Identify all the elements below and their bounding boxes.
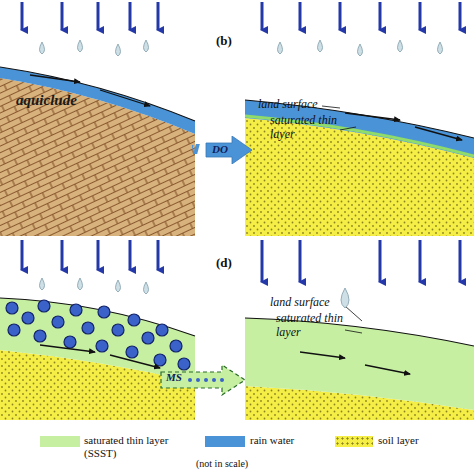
rain-drops (40, 40, 149, 56)
leader-line (345, 330, 362, 333)
layer-label: saturated thin layer (270, 114, 342, 142)
leader-line (322, 106, 340, 108)
scale-note: (not in scale) (196, 458, 296, 470)
rain-arrows (262, 240, 460, 282)
legend-swatch (205, 436, 245, 447)
surface-label: land surface (270, 296, 350, 310)
saturated-layer (0, 298, 195, 382)
layer-name: aquiclude (16, 92, 136, 109)
rain-arrows (262, 2, 460, 30)
legend-text: rain water (250, 434, 330, 447)
aquiclude-layer (0, 78, 195, 236)
leader-line (345, 306, 362, 321)
leader-line (340, 127, 356, 130)
legend-text: soil layer (378, 434, 458, 447)
rain-arrows (22, 2, 158, 30)
arrow-label: DO (212, 143, 228, 155)
rain-arrows (22, 240, 158, 270)
land-surface-line (0, 67, 195, 121)
land-surface-line (0, 298, 195, 336)
legend-swatch (40, 436, 80, 447)
rain-drop (341, 288, 349, 308)
water-bubbles (6, 300, 190, 370)
panel-bottom-right (245, 240, 474, 420)
rain-drops (40, 278, 149, 294)
panel-b (0, 2, 195, 236)
panel-letter: (b) (216, 34, 246, 49)
surface-label: land surface (258, 98, 338, 112)
legend-text: saturated thin layer (SSST) (84, 434, 184, 459)
legend-swatch (335, 436, 373, 447)
panel-d (0, 240, 195, 420)
rain-water-layer (0, 67, 195, 134)
rain-drops (278, 40, 443, 56)
panel-letter: (d) (216, 256, 246, 271)
outflow-arrow: DO (192, 136, 252, 164)
layer-label: saturated thin layer (276, 312, 348, 340)
arrow-label: MS (166, 371, 182, 383)
seepage-arrow: MS (160, 364, 246, 396)
panel-top-right (245, 2, 474, 236)
